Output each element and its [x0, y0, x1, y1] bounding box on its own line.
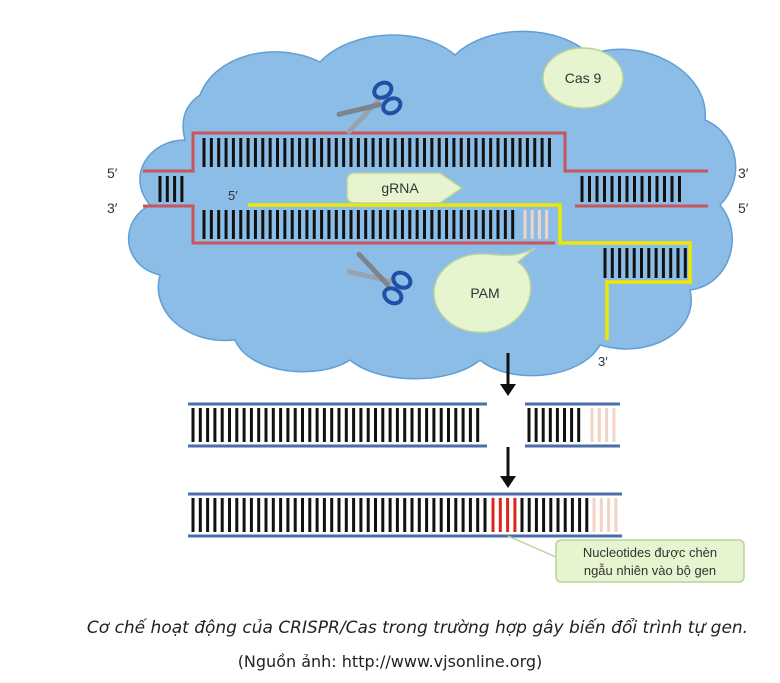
- label-3-prime-grna: 3′: [598, 354, 608, 369]
- dna-upper-strand: [143, 131, 708, 245]
- figure-source: (Nguồn ảnh: http://www.vjsonline.org): [237, 652, 543, 671]
- insertion-note: Nucleotides được chèn ngẫu nhiên vào bộ …: [507, 535, 745, 583]
- label-5-prime-right: 5′: [738, 200, 749, 216]
- cas9-bubble: Cas 9: [542, 47, 624, 109]
- note-line-2: ngẫu nhiên vào bộ gen: [584, 563, 716, 578]
- base-pair-rungs: [158, 138, 687, 278]
- dna-strand-line: [143, 204, 555, 245]
- scissors-icon: [336, 80, 403, 135]
- scissors-icon: [346, 251, 413, 306]
- cas9-label: Cas 9: [565, 70, 602, 86]
- label-5-prime-left: 5′: [107, 165, 118, 181]
- grna-label: gRNA: [381, 180, 419, 196]
- repaired-dna: [188, 492, 622, 538]
- label-3-prime-left: 3′: [107, 200, 118, 216]
- cut-dna: [188, 402, 620, 448]
- arrow-down-icon: [500, 447, 516, 488]
- note-line-1: Nucleotides được chèn: [583, 545, 717, 560]
- arrow-down-icon: [500, 353, 516, 396]
- grna-callout: gRNA: [346, 172, 464, 204]
- label-5-prime-grna: 5′: [228, 188, 238, 203]
- crispr-diagram: Cas 9 gRNA PAM 5′ 3′ 3′ 5′ 5′ 3′: [107, 30, 749, 583]
- label-3-prime-right: 3′: [738, 165, 749, 181]
- pam-bubble: PAM: [433, 247, 536, 334]
- grna-strand: [248, 203, 692, 340]
- dna-strand-line: [143, 131, 708, 173]
- figure-caption: Cơ chế hoạt động của CRISPR/Cas trong tr…: [86, 618, 749, 638]
- pam-label: PAM: [470, 285, 499, 301]
